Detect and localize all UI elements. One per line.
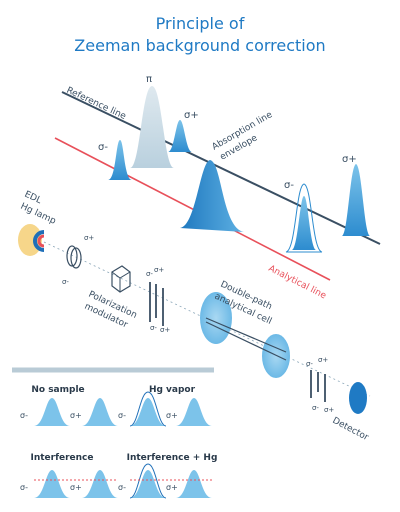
legend-interference-sigma-minus [34,470,70,498]
legend-no-sample-title: No sample [31,385,84,395]
legend-sm-2: σ- [118,411,126,420]
legend-interference-hg-title: Interference + Hg [127,453,218,463]
reference-pi-peak [130,86,174,168]
legend-hg-sigma-plus [176,398,212,426]
legend-int-hg-sigma-minus [130,470,166,498]
legend-no-sample-sigma-minus [34,398,70,426]
ref-sigma-minus-label: σ- [98,142,108,153]
page-title-line-1: Principle of [155,14,245,33]
legend-int-hg-sigma-plus [176,470,212,498]
reference-line [61,91,381,245]
reference-sigma-minus-peak [108,140,132,180]
detector-icon [349,382,367,414]
legend-sp-4: σ+ [166,483,178,492]
exit-sigma-plus-label: σ+ [318,356,328,364]
legend-hg-vapor-title: Hg vapor [149,385,196,395]
exit-sigma-plus-bottom-label: σ+ [324,406,334,414]
reference-line-label: Reference line [65,86,128,122]
legend-sp-3: σ+ [70,483,82,492]
analytical-sigma-plus-peak [342,164,370,236]
coil-ring-icon [70,247,82,269]
legend-no-sample-sigma-plus [82,398,118,426]
analytical-envelope-outline [285,183,323,253]
coil-sigma-minus-label: σ- [62,278,69,286]
legend-sp-2: σ+ [166,411,178,420]
legend-interference-sigma-plus [82,470,118,498]
exit-sigma-minus-bottom-label: σ- [312,404,319,412]
cell-path-2 [205,321,287,361]
legend-hg-outline [129,391,167,427]
cell-path-1 [205,317,287,353]
analytical-line [54,137,331,281]
polarization-modulator-icon [111,265,131,293]
cell-window-back [262,334,290,378]
legend-sm-1: σ- [20,411,28,420]
legend-interference-title: Interference [30,453,93,463]
legend-hg-sigma-minus [130,398,166,426]
reference-sigma-plus-peak [168,120,192,152]
ref-sigma-plus-label: σ+ [184,110,199,121]
analytical-sigma-minus-peak [292,196,316,250]
bar-sigma-plus-bottom-label: σ+ [160,326,170,334]
pi-label: π [146,74,152,85]
lamp-icon [33,230,45,252]
legend-sp-1: σ+ [70,411,82,420]
bar-sigma-minus-bottom-label: σ- [150,324,157,332]
detector-label: Detector [331,416,371,443]
coil-sigma-plus-label: σ+ [84,234,94,242]
absorption-envelope-peak [180,160,244,232]
legend-sm-4: σ- [118,483,126,492]
cube-edge-icon [111,271,131,292]
exit-sigma-minus-label: σ- [306,360,313,368]
ana-sigma-minus-label: σ- [284,180,294,191]
bar-sigma-minus-top-label: σ- [146,270,153,278]
analytical-line-label: Analytical line [267,264,328,302]
legend-int-hg-outline [129,463,167,499]
page-title-line-2: Zeeman background correction [74,36,326,55]
bar-sigma-plus-top-label: σ+ [154,266,164,274]
lamp-core-icon [37,234,45,248]
legend-sm-3: σ- [20,483,28,492]
ana-sigma-plus-label: σ+ [342,154,357,165]
coil-icon [66,245,78,267]
